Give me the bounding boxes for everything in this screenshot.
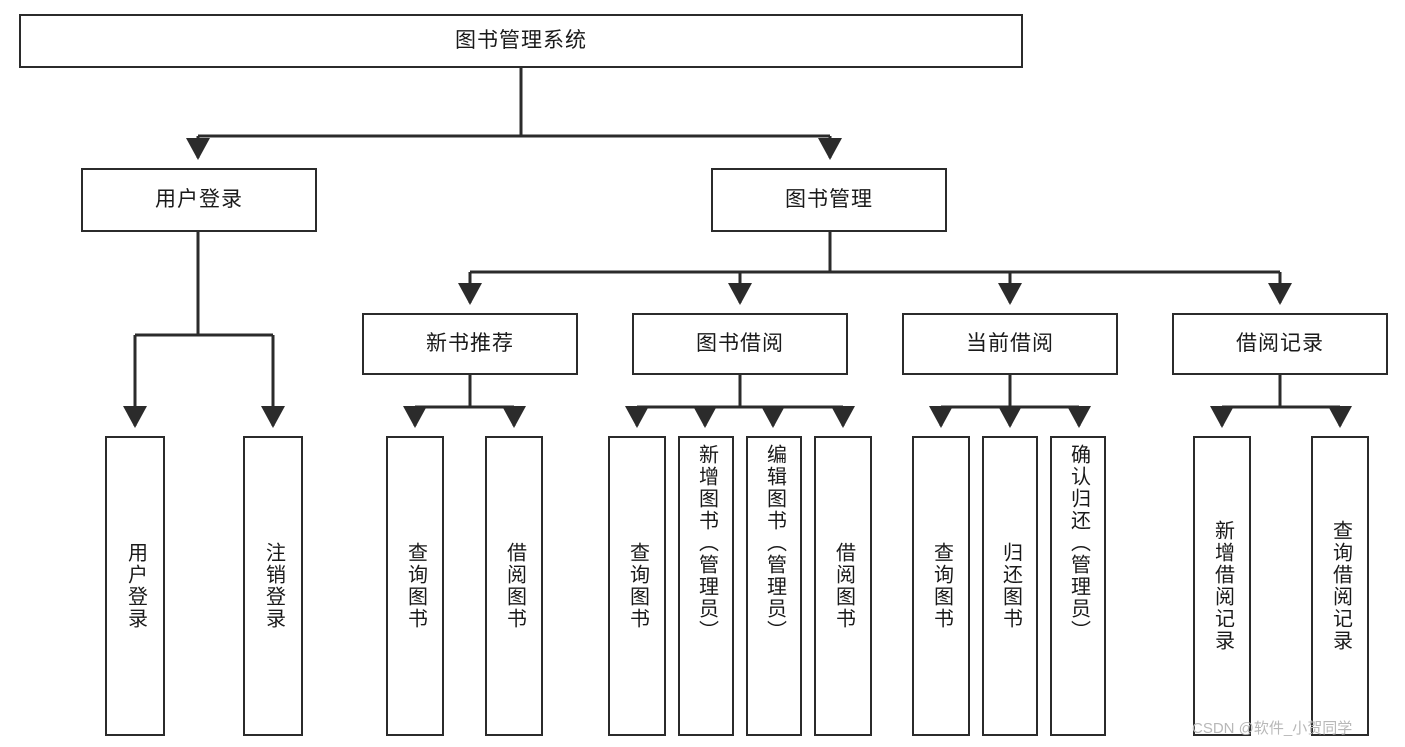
leaf-label: 查询借阅记录: [1329, 520, 1352, 652]
node-new-book-recommend-label: 新书推荐: [426, 331, 514, 355]
node-user-login[interactable]: 用户登录: [81, 168, 317, 232]
node-book-management[interactable]: 图书管理: [711, 168, 947, 232]
leaf-record-add-record[interactable]: 新增借阅记录: [1193, 436, 1251, 736]
node-current-borrow-label: 当前借阅: [966, 331, 1054, 355]
leaf-user-login-login[interactable]: 用户登录: [105, 436, 165, 736]
node-book-borrow-label: 图书借阅: [696, 331, 784, 355]
leaf-current-confirm-return[interactable]: 确认归还（管理员）: [1050, 436, 1106, 736]
leaf-borrow-query-book[interactable]: 查询图书: [608, 436, 666, 736]
node-book-management-label: 图书管理: [785, 187, 873, 211]
leaf-label: 借阅图书: [503, 542, 526, 630]
leaf-label: 编辑图书（管理员）: [763, 444, 786, 642]
leaf-label: 借阅图书: [832, 542, 855, 630]
leaf-record-query-record[interactable]: 查询借阅记录: [1311, 436, 1369, 736]
node-book-borrow[interactable]: 图书借阅: [632, 313, 848, 375]
node-current-borrow[interactable]: 当前借阅: [902, 313, 1118, 375]
leaf-borrow-edit-book[interactable]: 编辑图书（管理员）: [746, 436, 802, 736]
leaf-label: 归还图书: [999, 542, 1022, 630]
leaf-user-login-logout[interactable]: 注销登录: [243, 436, 303, 736]
leaf-label: 新增借阅记录: [1211, 520, 1234, 652]
leaf-label: 查询图书: [626, 542, 649, 630]
node-root-label: 图书管理系统: [455, 28, 587, 52]
node-borrow-record-label: 借阅记录: [1236, 331, 1324, 355]
leaf-borrow-add-book[interactable]: 新增图书（管理员）: [678, 436, 734, 736]
leaf-label: 用户登录: [124, 542, 147, 630]
csdn-watermark: CSDN @软件_小贺同学: [1192, 720, 1353, 737]
leaf-recommend-borrow-book[interactable]: 借阅图书: [485, 436, 543, 736]
node-user-login-label: 用户登录: [155, 187, 243, 211]
leaf-label: 注销登录: [262, 542, 285, 630]
leaf-label: 查询图书: [930, 542, 953, 630]
leaf-label: 新增图书（管理员）: [695, 444, 718, 642]
node-borrow-record[interactable]: 借阅记录: [1172, 313, 1388, 375]
leaf-current-return-book[interactable]: 归还图书: [982, 436, 1038, 736]
leaf-label: 查询图书: [404, 542, 427, 630]
node-new-book-recommend[interactable]: 新书推荐: [362, 313, 578, 375]
node-root[interactable]: 图书管理系统: [19, 14, 1023, 68]
leaf-current-query-book[interactable]: 查询图书: [912, 436, 970, 736]
leaf-recommend-query-book[interactable]: 查询图书: [386, 436, 444, 736]
leaf-borrow-borrow-book[interactable]: 借阅图书: [814, 436, 872, 736]
leaf-label: 确认归还（管理员）: [1067, 444, 1090, 642]
